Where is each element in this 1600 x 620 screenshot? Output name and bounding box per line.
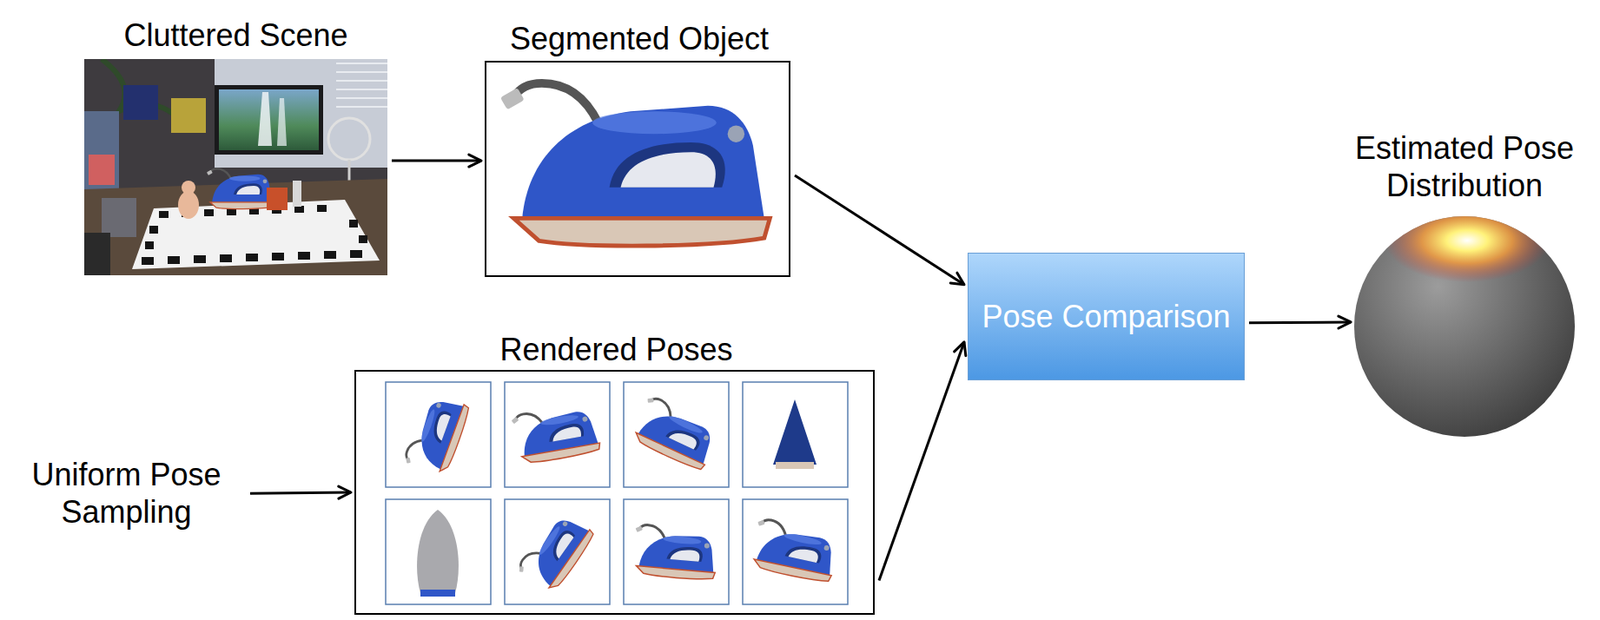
arrow-connector — [879, 342, 965, 582]
node-heading: Estimated Pose Distribution — [1338, 129, 1591, 205]
pose-sphere — [1354, 216, 1575, 437]
pose-thumbnails — [354, 370, 875, 615]
node-label: Pose Comparison — [968, 297, 1244, 336]
node-heading: Segmented Object — [456, 19, 822, 58]
arrow-connector — [794, 175, 965, 285]
scene-photo — [84, 59, 388, 276]
node-heading: Cluttered Scene — [53, 16, 419, 54]
node-label: Uniform Pose Sampling — [6, 456, 246, 531]
arrow-connector — [1249, 320, 1351, 324]
node-heading: Rendered Poses — [356, 330, 877, 369]
sphere-node: Estimated Pose Distribution — [1354, 216, 1575, 437]
process-box: Pose Comparison — [967, 252, 1245, 381]
arrow-connector — [250, 492, 351, 494]
image-panel: Rendered Poses — [354, 370, 875, 615]
text-node: Uniform Pose Sampling — [6, 456, 246, 531]
photo-panel: Cluttered Scene — [84, 59, 388, 276]
segmented-iron — [484, 60, 791, 278]
image-box: Segmented Object — [484, 60, 791, 278]
arrow-connector — [391, 159, 482, 163]
